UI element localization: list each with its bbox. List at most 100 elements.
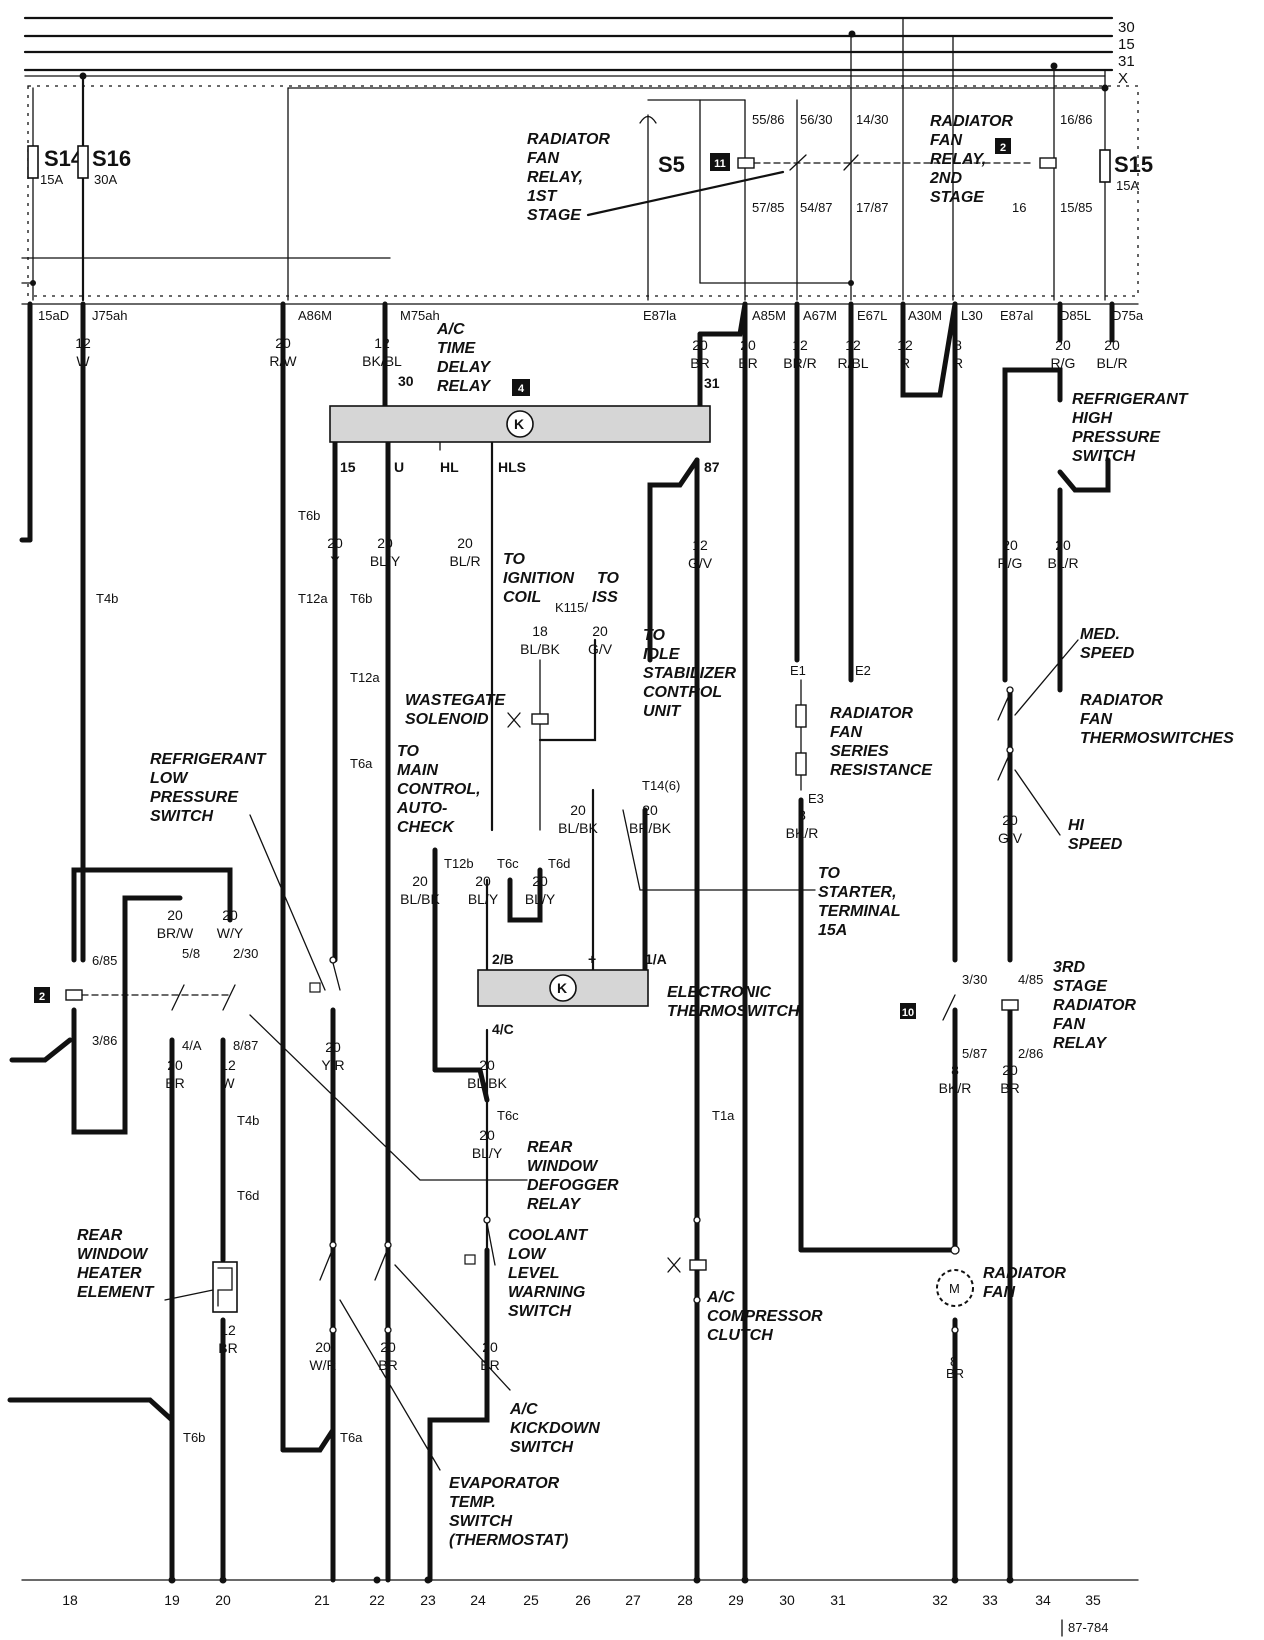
svg-text:BL/R: BL/R [449,553,480,569]
svg-text:A/C: A/C [436,321,465,338]
svg-text:5/87: 5/87 [962,1046,987,1061]
svg-text:BR: BR [165,1075,184,1091]
svg-text:RADIATOR: RADIATOR [983,1265,1066,1282]
svg-text:SWITCH: SWITCH [449,1513,513,1530]
svg-text:A/C: A/C [706,1289,735,1306]
svg-text:STARTER,: STARTER, [818,884,897,901]
svg-text:SPEED: SPEED [1068,836,1123,853]
svg-text:BR/BK: BR/BK [629,820,672,836]
svg-text:BL/BK: BL/BK [400,891,440,907]
svg-text:T14(6): T14(6) [642,778,680,793]
svg-text:RADIATOR: RADIATOR [830,705,913,722]
svg-text:BL/Y: BL/Y [370,553,401,569]
svg-text:T6d: T6d [237,1188,259,1203]
svg-text:RELAY: RELAY [527,1196,581,1213]
label-evaporator-switch: EVAPORATOR TEMP. SWITCH (THERMOSTAT) [449,1475,568,1549]
label-electronic-thermoswitch: ELECTRONIC THERMOSWITCH [667,984,800,1020]
svg-text:SWITCH: SWITCH [150,808,214,825]
svg-text:10: 10 [902,1007,914,1019]
svg-text:20: 20 [377,535,393,551]
svg-text:17/87: 17/87 [856,200,889,215]
svg-text:WARNING: WARNING [508,1284,585,1301]
svg-text:29: 29 [728,1592,744,1608]
svg-text:A/C: A/C [509,1401,538,1418]
grid-numbers: 18 19 20 21 22 23 24 25 26 27 28 29 30 3… [62,1576,1101,1608]
svg-text:FAN: FAN [983,1284,1015,1301]
svg-text:Y: Y [330,553,340,569]
svg-text:32: 32 [932,1592,948,1608]
svg-text:+: + [588,951,596,967]
svg-text:WINDOW: WINDOW [527,1158,599,1175]
svg-text:FAN: FAN [830,724,862,741]
svg-text:Y/R: Y/R [321,1057,344,1073]
svg-text:BL/R: BL/R [1096,355,1127,371]
svg-text:2/86: 2/86 [1018,1046,1043,1061]
conn-E87al: E87al [1000,308,1033,323]
svg-text:20: 20 [222,907,238,923]
svg-text:T6b: T6b [350,591,372,606]
electronic-thermoswitch: K 2/B + 1/A 4/C [477,951,667,1037]
svg-text:30: 30 [779,1592,795,1608]
svg-text:BL/Y: BL/Y [468,891,499,907]
conn-D85L: D85L [1060,308,1091,323]
svg-text:20: 20 [692,337,708,353]
svg-text:1/A: 1/A [645,951,667,967]
svg-text:15/85: 15/85 [1060,200,1093,215]
svg-text:15A: 15A [818,922,847,939]
svg-text:HEATER: HEATER [77,1265,142,1282]
label-compressor-clutch: A/C COMPRESSOR CLUTCH [706,1289,823,1344]
label-lp-switch: REFRIGERANT LOW PRESSURE SWITCH [150,751,326,991]
svg-text:BK/BL: BK/BL [362,353,402,369]
conn-A30M: A30M [908,308,942,323]
conn-A85M: A85M [752,308,786,323]
label-idle-stabilizer: TO IDLE STABILIZER CONTROL UNIT [643,627,736,720]
svg-text:14/30: 14/30 [856,112,889,127]
defogger-relay-symbol: 6/85 3/86 5/8 2/30 4/A 8/87 [65,946,258,1053]
svg-text:12: 12 [897,337,913,353]
svg-text:K115/: K115/ [555,600,588,615]
svg-text:UNIT: UNIT [643,703,682,720]
svg-text:TO: TO [597,570,619,587]
svg-text:BL/BK: BL/BK [467,1075,507,1091]
svg-text:20: 20 [315,1339,331,1355]
svg-text:PRESSURE: PRESSURE [1072,429,1161,446]
svg-text:T6a: T6a [340,1430,363,1445]
svg-text:BK/R: BK/R [786,825,819,841]
svg-text:S15: S15 [1114,152,1153,177]
svg-text:REFRIGERANT: REFRIGERANT [150,751,267,768]
label-defogger-relay: REAR WINDOW DEFOGGER RELAY [249,1014,619,1213]
svg-text:BR/W: BR/W [157,925,194,941]
svg-text:TERMINAL: TERMINAL [818,903,901,920]
conn-A86M: A86M [298,308,332,323]
s5-label: S5 [658,152,685,177]
svg-text:20: 20 [740,337,756,353]
svg-text:30: 30 [398,373,414,389]
svg-text:35: 35 [1085,1592,1101,1608]
label-ignition: TO IGNITION COIL [503,551,575,606]
svg-text:20: 20 [275,335,291,351]
badge-2-bottom: 2 [34,987,50,1003]
svg-text:SOLENOID: SOLENOID [405,711,489,728]
svg-text:T6c: T6c [497,856,519,871]
svg-text:SWITCH: SWITCH [510,1439,574,1456]
label-starter: TO STARTER, TERMINAL 15A [818,865,901,939]
svg-text:20: 20 [1055,537,1071,553]
svg-text:4: 4 [518,383,525,395]
connector-row: 15aD J75ah A86M M75ah E87la A85M A67M E6… [21,303,1144,323]
svg-text:5/8: 5/8 [182,946,200,961]
svg-text:2/B: 2/B [492,951,514,967]
svg-text:LOW: LOW [508,1246,547,1263]
svg-text:COIL: COIL [503,589,541,606]
svg-text:R/W: R/W [269,353,297,369]
svg-text:(THERMOSTAT): (THERMOSTAT) [449,1532,568,1549]
svg-text:ELEMENT: ELEMENT [77,1284,155,1301]
svg-text:55/86: 55/86 [752,112,785,127]
svg-text:S16: S16 [92,146,131,171]
relay-panel-outline [27,85,1139,297]
svg-text:RELAY,: RELAY, [930,151,986,168]
svg-text:DELAY: DELAY [437,359,491,376]
svg-text:20: 20 [380,1339,396,1355]
conn-J75ah: J75ah [92,308,127,323]
label-wastegate: WASTEGATE SOLENOID [405,692,549,728]
